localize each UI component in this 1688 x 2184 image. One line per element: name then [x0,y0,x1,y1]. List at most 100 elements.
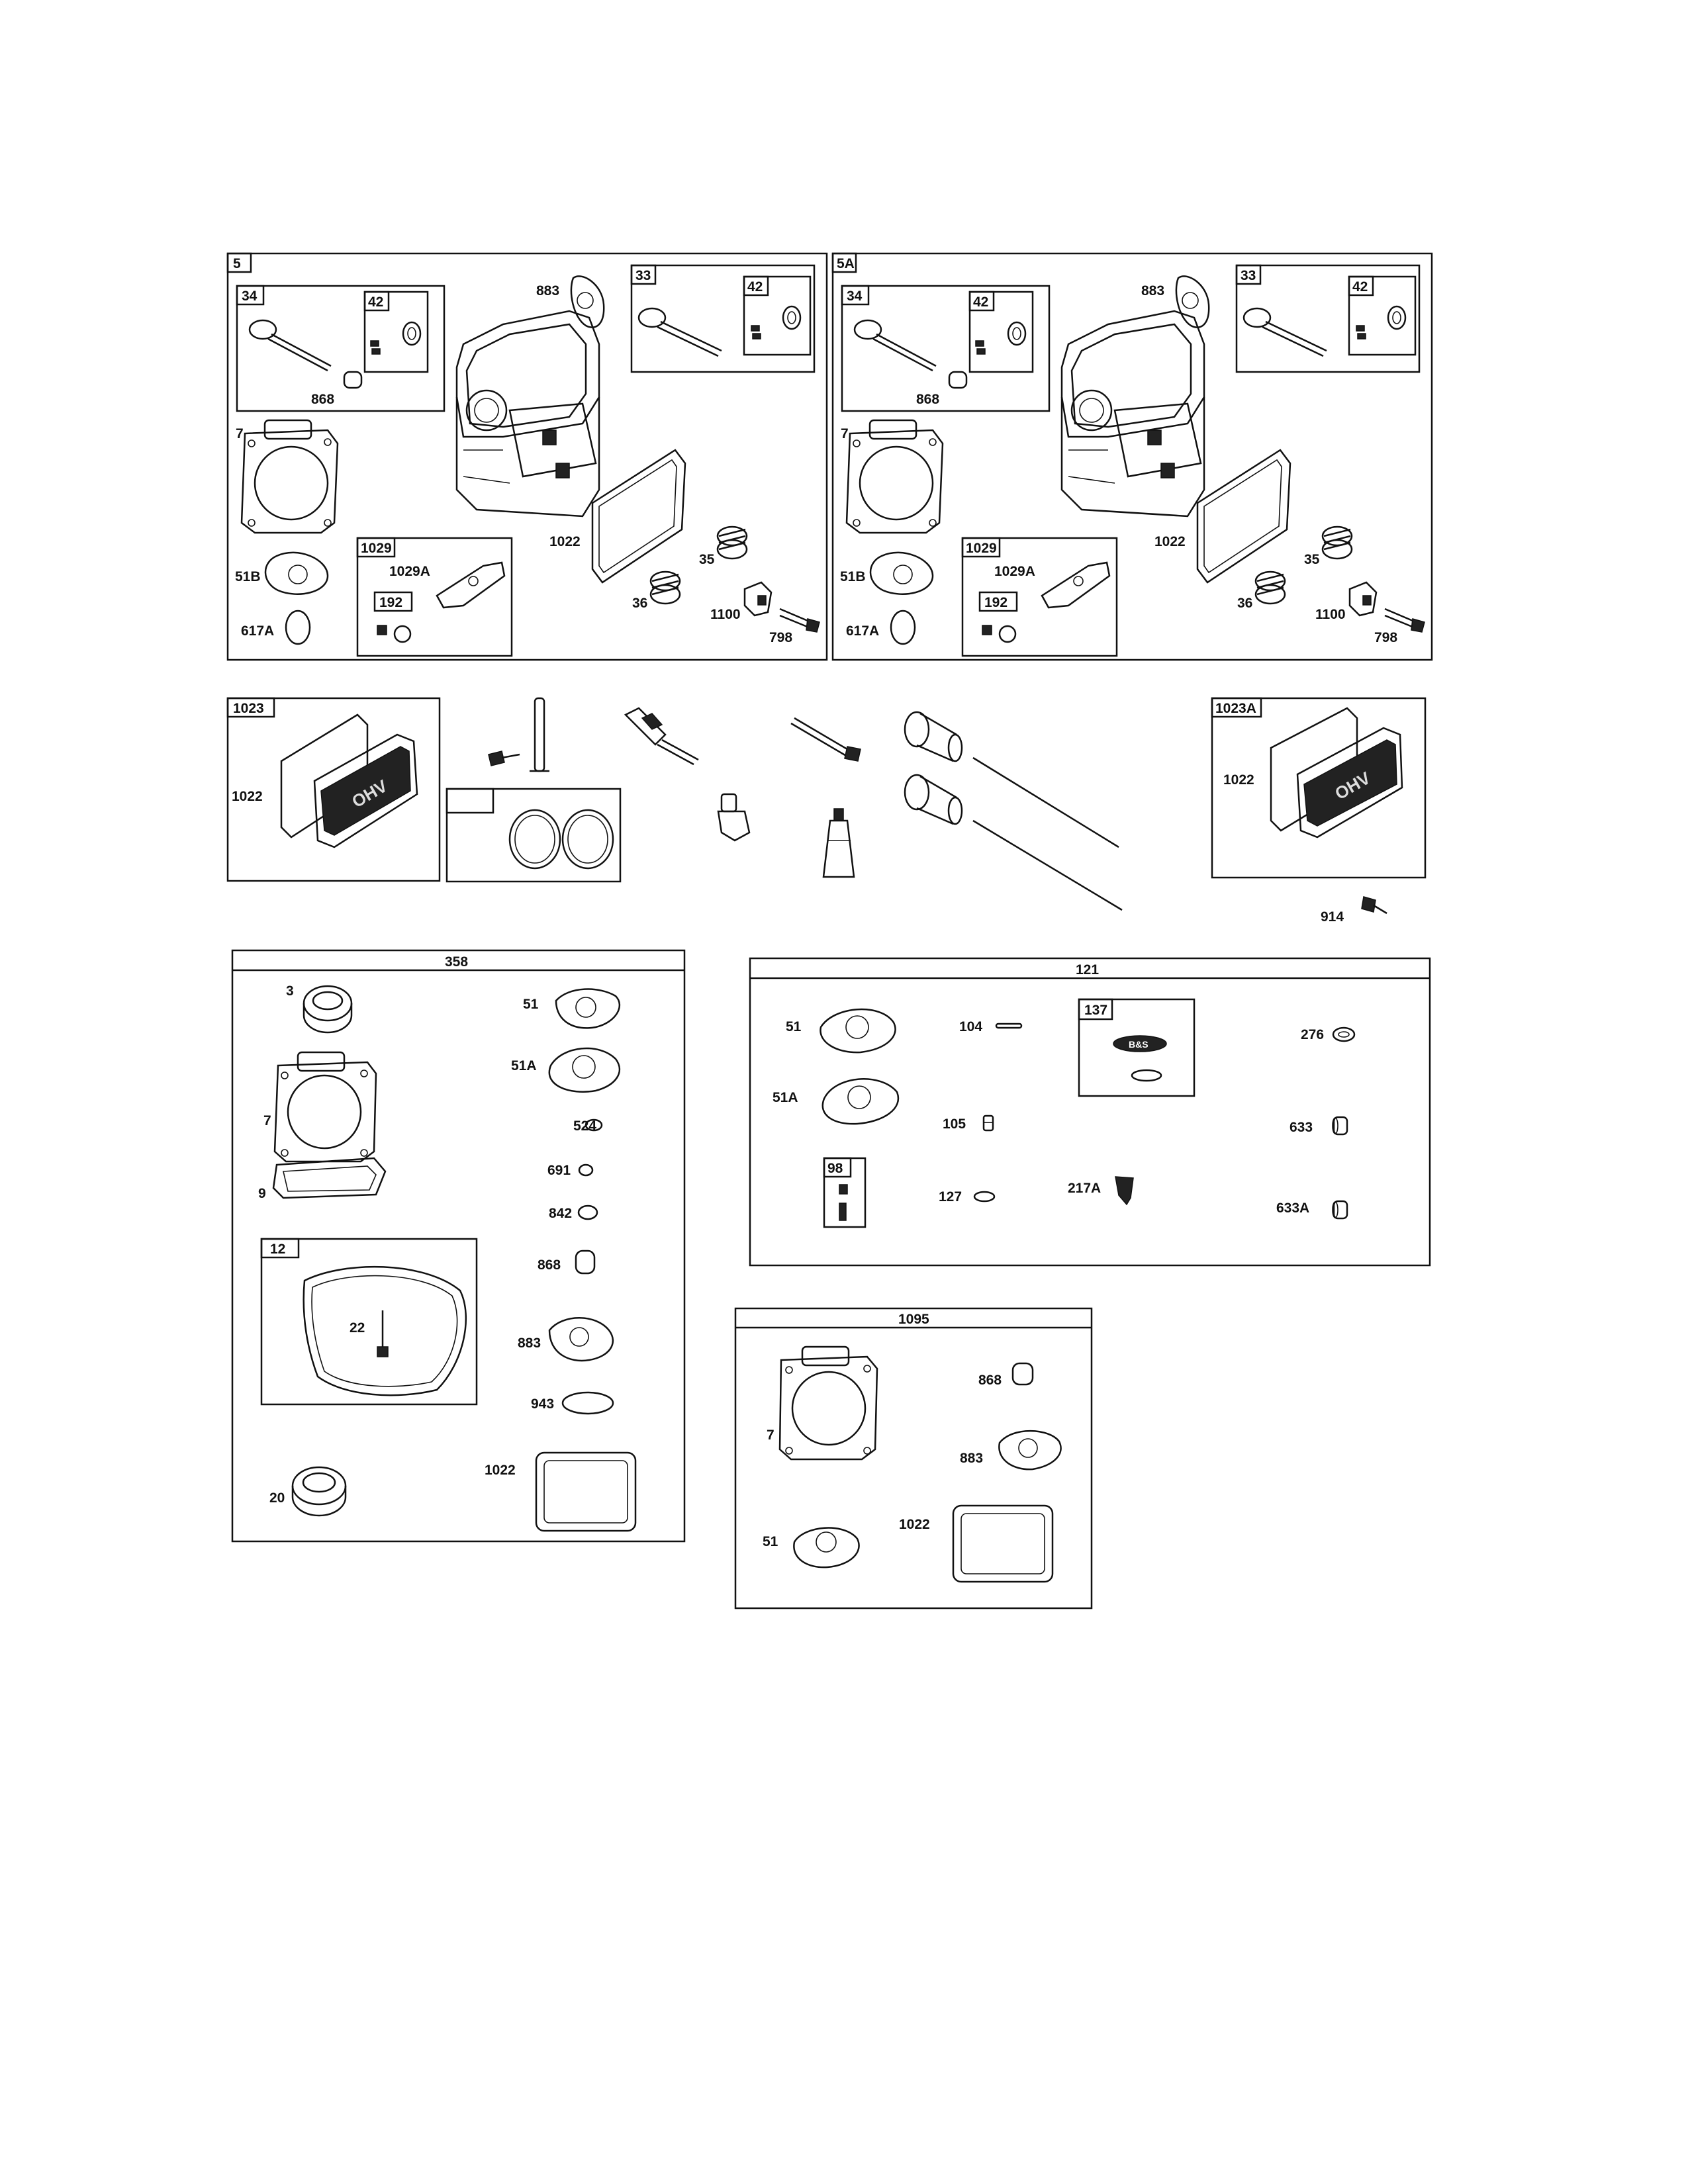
o-ring-icon [577,1205,598,1220]
label-104: 104 [959,1019,982,1034]
cap-icon [1332,1200,1348,1220]
label-33: 33 [1241,268,1256,283]
label-1022: 1022 [899,1517,930,1532]
label-20: 20 [269,1490,285,1506]
label-51B: 51B [235,569,261,584]
panel-1023a-tag: 1023A [1215,701,1256,716]
panel-358-title: 358 [445,954,468,970]
exhaust-gasket-icon [548,1317,614,1362]
valve-keeper-icon [751,305,802,340]
panel-358: 358 3 51 51A 7 524 691 [231,949,686,1543]
exhaust-gasket-icon [1175,275,1210,328]
sealant-tube-icon [822,808,855,878]
label-34: 34 [242,289,258,304]
washer-icon [973,1191,996,1203]
head-gasket-icon [778,1345,878,1461]
panel-121-title: 121 [1076,962,1099,978]
cylinder-head-icon [1060,310,1205,518]
washer-icon [585,1118,603,1132]
panel-5a-tag: 5A [837,256,855,271]
dipstick-tube-icon [530,697,549,772]
label-3: 3 [286,983,294,999]
label-98: 98 [827,1161,843,1176]
bolt-icon [779,608,820,633]
valve-seal-icon [575,1250,596,1275]
label-633A: 633A [1276,1201,1309,1216]
valve-spring-icon [1254,570,1286,605]
label-883: 883 [960,1451,983,1466]
valve-keeper-icon [975,321,1027,355]
crankcase-gasket-icon [303,1265,467,1396]
label-617A: 617A [846,623,879,639]
label-524: 524 [573,1118,596,1134]
label-42: 42 [973,295,988,310]
intake-gasket-icon [869,551,934,595]
oil-seal-icon [291,1466,347,1517]
label-217A: 217A [1068,1181,1101,1196]
label-1100: 1100 [710,607,741,622]
label-1022: 1022 [1223,772,1254,788]
label-34: 34 [847,289,863,304]
valve-spring-icon [1321,525,1353,560]
valve-icon [1243,307,1327,357]
push-rod-guide-icon [904,711,963,825]
piston-rings-icon [508,809,614,870]
rocker-cover-icon: OHV [313,733,418,848]
label-1100: 1100 [1315,607,1346,622]
label-943: 943 [531,1396,554,1412]
rocker-arm-icon [1041,561,1111,609]
panel-5-tag: 5 [233,256,241,271]
label-9: 9 [258,1186,266,1201]
label-42-b: 42 [1352,279,1368,295]
washer-icon [1332,1026,1356,1042]
label-798: 798 [1374,630,1397,645]
bracket-icon [743,581,773,617]
head-gasket-icon [845,419,944,534]
nut-icon [578,1163,594,1177]
label-192: 192 [379,595,402,610]
panel-121: 121 51 104 137 B&S 276 51A 105 [749,957,1431,1267]
label-51: 51 [786,1019,802,1034]
label-42: 42 [368,295,383,310]
exhaust-gasket-icon [570,275,605,328]
label-12: 12 [270,1242,285,1257]
label-1029: 1029 [361,541,392,556]
exhaust-gasket-icon [998,1430,1062,1471]
label-105: 105 [943,1116,966,1132]
rocker-nut-icon [377,625,412,643]
rocker-cover-gasket-icon [591,449,686,584]
cylinder-head-icon [455,310,600,518]
grease-fitting-icon [982,1115,994,1132]
label-192: 192 [984,595,1008,610]
label-914: 914 [1321,909,1344,925]
bracket-icon [1348,581,1378,617]
cap-icon [1332,1116,1348,1136]
oil-seal-icon [303,985,353,1034]
rocker-cover-gasket-icon [952,1504,1054,1583]
label-883: 883 [536,283,559,298]
valve-seal-icon [948,371,968,389]
panel-1095: 1095 868 7 883 51 1022 [734,1307,1093,1610]
label-1022: 1022 [549,534,581,549]
clip-icon [1115,1176,1134,1206]
label-51: 51 [763,1534,778,1549]
label-1022: 1022 [485,1463,516,1478]
panel-1023: 1023 1022 OHV [226,697,441,882]
label-868: 868 [916,392,939,407]
label-35: 35 [1304,552,1320,567]
label-137: 137 [1084,1003,1107,1018]
panel-5: 5 34 42 868 883 33 [226,252,828,661]
bolt-icon [1384,608,1425,633]
label-883: 883 [518,1336,541,1351]
label-868: 868 [538,1257,561,1273]
label-1029: 1029 [966,541,997,556]
valve-keeper-icon [370,321,422,355]
label-1022: 1022 [232,789,263,804]
head-bolt-icon [790,717,861,762]
label-36: 36 [632,596,647,611]
label-633: 633 [1289,1120,1313,1135]
screw-icon [488,751,520,766]
valve-spring-icon [649,570,681,605]
label-7: 7 [263,1113,271,1128]
